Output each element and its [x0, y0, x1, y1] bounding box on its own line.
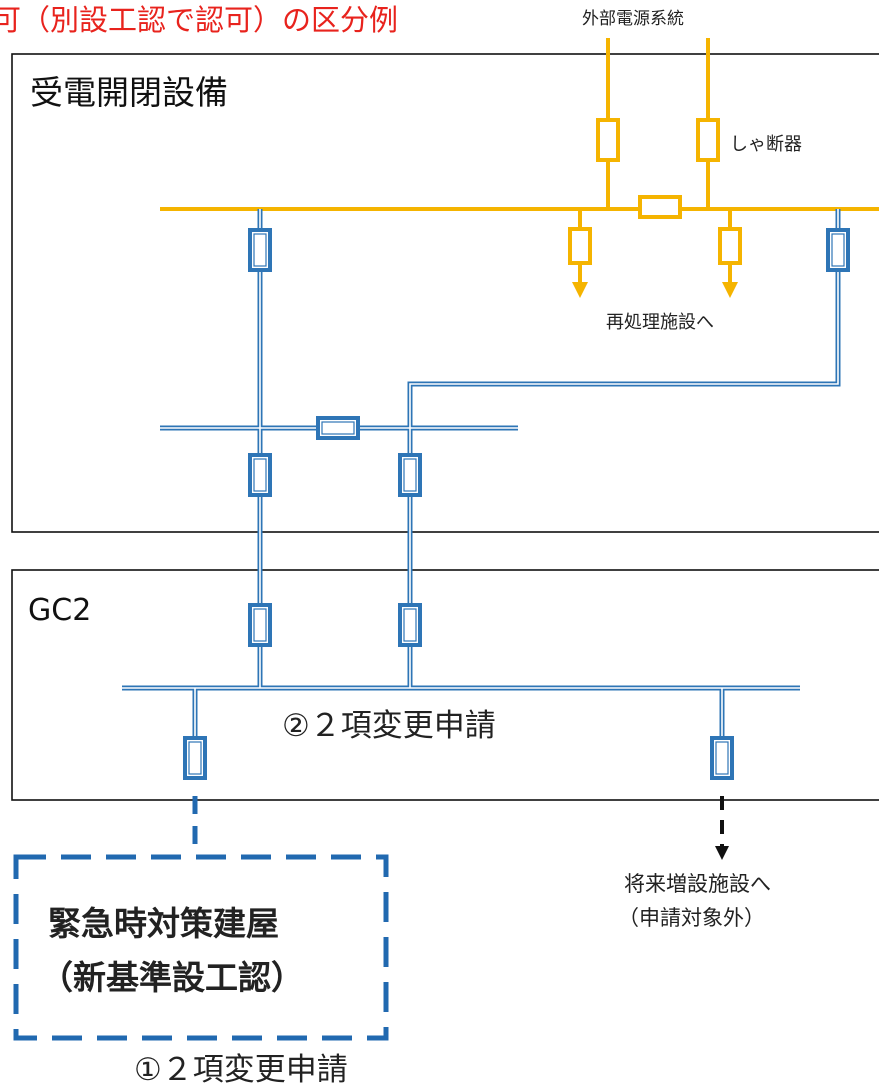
breaker-feeder-left: [568, 227, 592, 265]
emergency-building-sublabel: （新基準設工認）: [40, 958, 304, 997]
application-1-label: ①２項変更申請: [134, 1052, 348, 1088]
gc2-label: GC2: [28, 593, 91, 628]
cable-right-loop: [407, 209, 841, 688]
blue-breakers: [183, 228, 850, 780]
emergency-building-label: 緊急時対策建屋: [48, 904, 279, 943]
substation-label: 受電開閉設備: [30, 73, 228, 112]
external-power-label: 外部電源系統: [582, 9, 684, 29]
future-expansion-label: 将来増設施設へ: [624, 872, 771, 896]
diagram-title: 可（別設工認で認可）の区分例: [0, 3, 398, 37]
gc2-frame: [11, 569, 879, 801]
external-power-system: [160, 38, 879, 284]
application-2-label: ②２項変更申請: [282, 708, 496, 744]
breaker-label: しゃ断器: [730, 134, 802, 155]
arrow-reprocessing-right: [722, 282, 738, 298]
to-reprocessing-label: 再処理施設へ: [606, 312, 714, 333]
breaker-incoming-left: [596, 118, 620, 162]
internal-distribution: [122, 209, 841, 778]
future-expansion-note: （申請対象外）: [618, 906, 765, 930]
breaker-incoming-right: [696, 118, 720, 162]
substation-frame: [11, 53, 879, 533]
arrow-reprocessing-left: [572, 282, 588, 298]
breaker-bus-tie-yellow: [638, 195, 682, 219]
breaker-feeder-right: [718, 227, 742, 265]
emergency-building-box: [13, 854, 389, 1041]
future-arrow-head: [715, 846, 729, 860]
